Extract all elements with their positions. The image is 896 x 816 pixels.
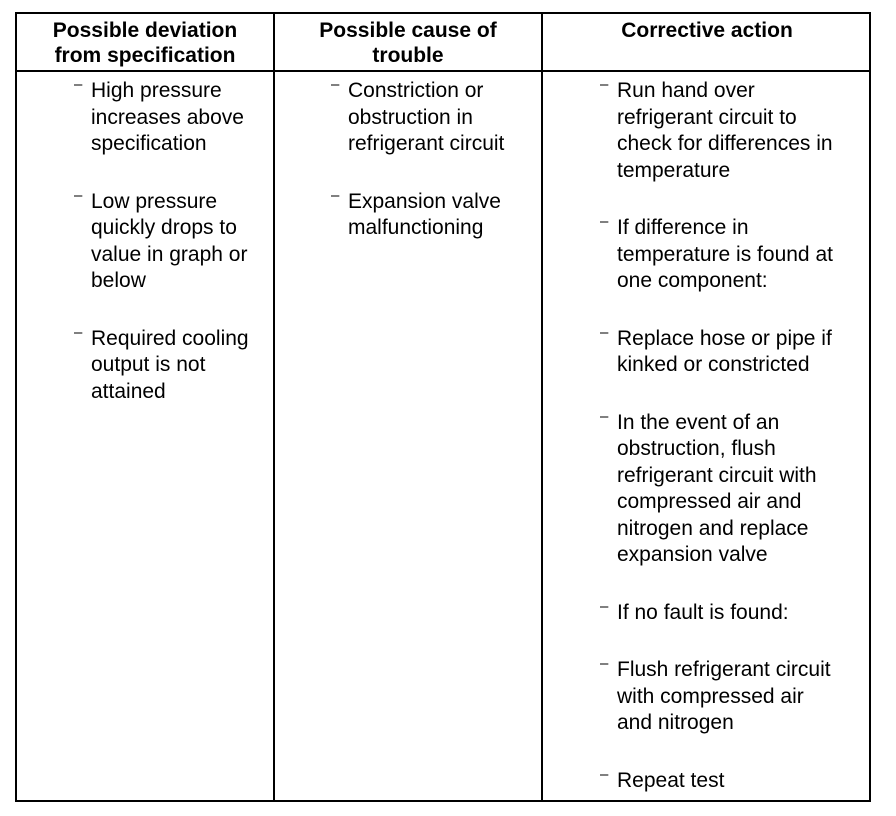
dash-bullet: –: [600, 76, 609, 93]
dash-bullet: –: [600, 655, 609, 672]
dash-bullet: –: [600, 597, 609, 615]
dash-bullet: –: [600, 407, 609, 425]
list-item-text: If no fault is found:: [617, 600, 789, 624]
dash-bullet: –: [600, 323, 609, 341]
dash-bullet: –: [74, 323, 83, 341]
list-item: –Repeat test: [600, 766, 833, 795]
list-item: –If no fault is found:: [600, 598, 833, 627]
header-cause: Possible cause of trouble: [319, 19, 497, 67]
dash-bullet: –: [331, 186, 340, 204]
column-divider: [541, 14, 543, 800]
column-divider: [273, 14, 275, 800]
header-action: Corrective action: [621, 19, 793, 42]
troubleshooting-table: Possible deviation from specification Po…: [15, 12, 871, 802]
dash-bullet: –: [600, 213, 609, 230]
dash-bullet: –: [74, 76, 83, 93]
dash-bullet: –: [331, 76, 340, 93]
dash-bullet: –: [600, 765, 609, 783]
list-item-text: Repeat test: [617, 768, 725, 792]
header-divider: [17, 70, 869, 72]
header-deviation: Possible deviation from specification: [52, 19, 238, 67]
dash-bullet: –: [74, 186, 83, 204]
